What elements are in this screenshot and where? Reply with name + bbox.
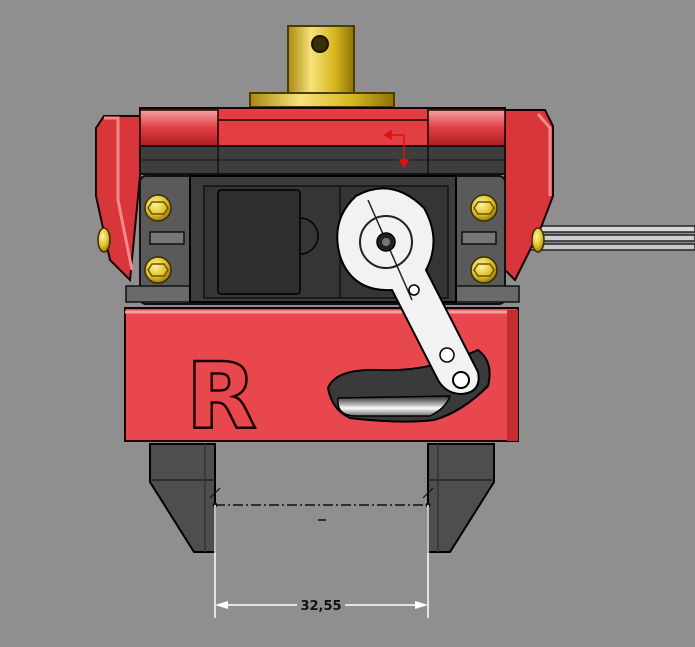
shaft-hole	[311, 35, 329, 53]
shaft-flange	[249, 92, 395, 108]
side-bolt-left	[97, 227, 111, 253]
left-jaw	[149, 443, 216, 553]
brand-letter: R	[186, 343, 257, 450]
bolt-top-right	[470, 194, 498, 222]
dimension-value[interactable]: 32,55	[300, 599, 341, 614]
direction-arrow	[383, 129, 410, 169]
cable-bundle	[529, 225, 695, 251]
bolt-top-left	[144, 194, 172, 222]
bolt-bottom-left	[144, 256, 172, 284]
dimension-annotation[interactable]: 32,55	[209, 487, 434, 618]
dark-ring	[139, 145, 506, 175]
horn-hub-ring	[359, 215, 413, 269]
right-bracket	[504, 109, 554, 282]
brass-shaft	[249, 25, 395, 108]
right-jaw	[427, 443, 495, 553]
servo-horn	[336, 187, 480, 396]
side-bolt-right	[531, 227, 545, 253]
arrowhead-left	[215, 601, 228, 609]
bolt-bottom-right	[470, 256, 498, 284]
upper-housing	[139, 107, 506, 147]
left-bracket	[95, 115, 141, 283]
arrowhead-right	[415, 601, 428, 609]
